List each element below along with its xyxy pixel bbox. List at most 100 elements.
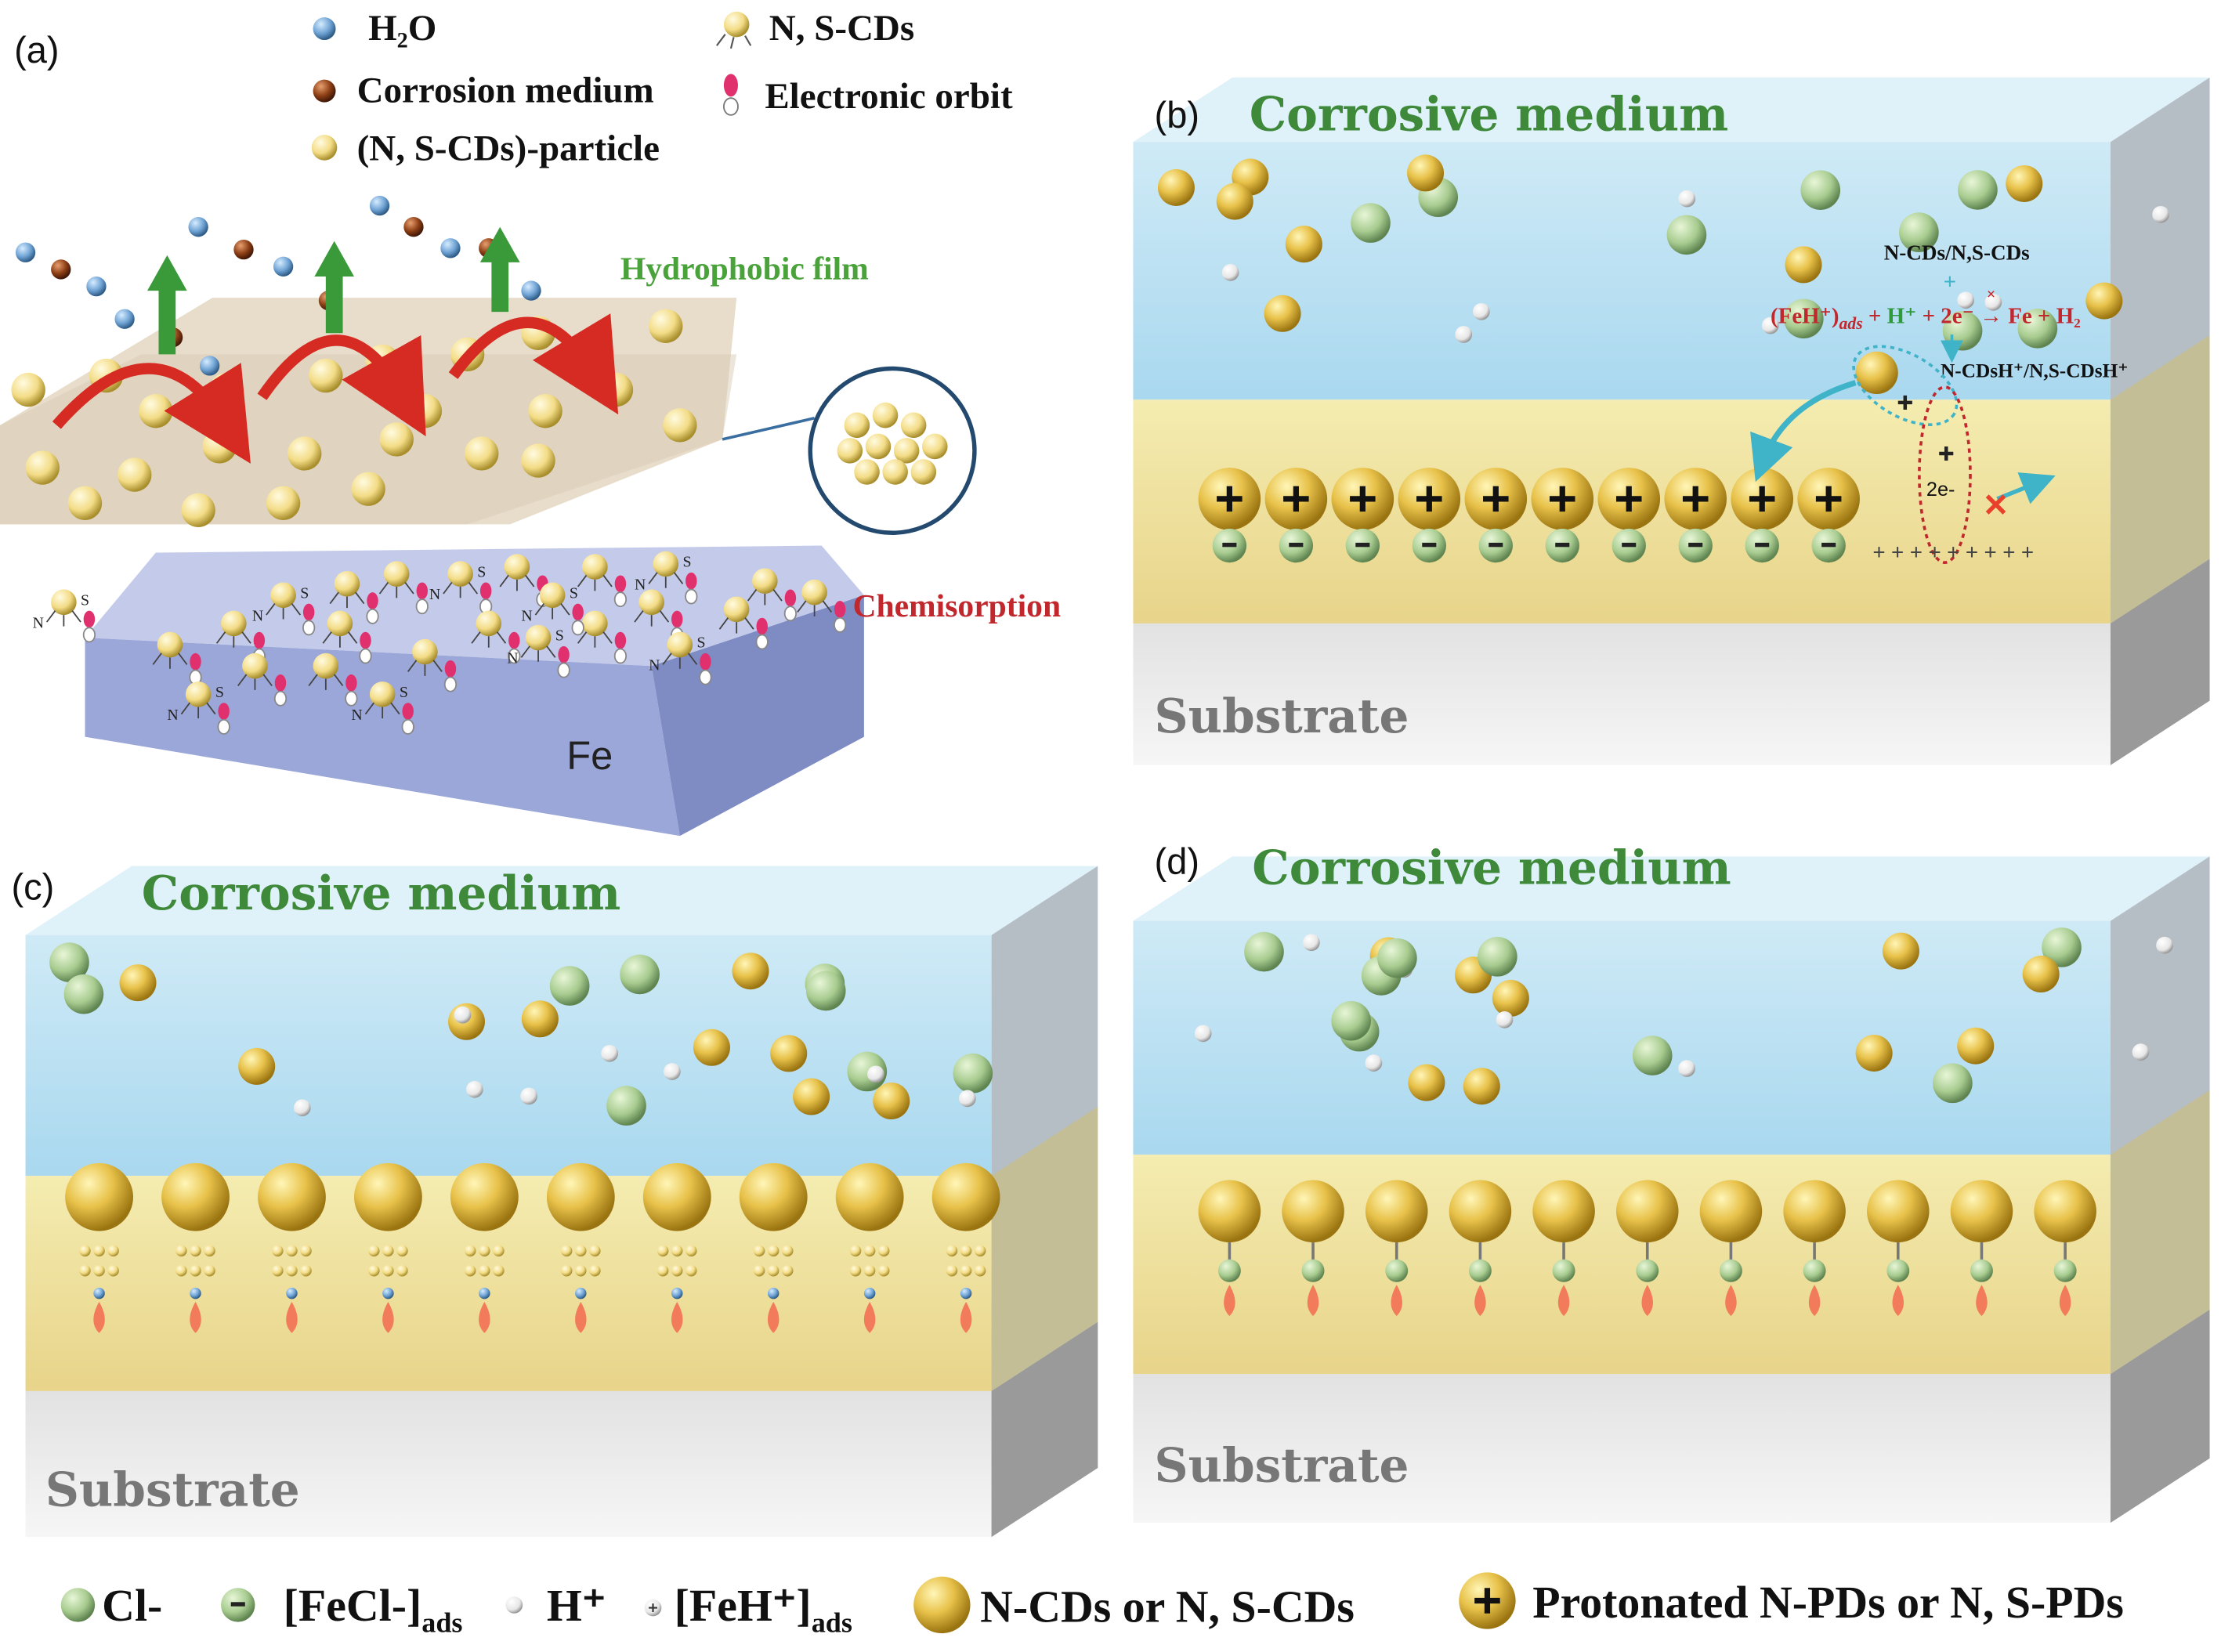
cds-particle	[11, 372, 45, 407]
proton	[664, 1063, 681, 1080]
proton-icon	[505, 1596, 523, 1614]
heteroatom	[863, 1287, 876, 1300]
charge-transfer: 2e- + + + + + + + + +	[1750, 345, 2056, 566]
electronic-orbit	[1307, 1285, 1319, 1317]
adsorbed-cds	[1532, 1180, 1595, 1317]
protonated-cds	[1264, 468, 1328, 530]
svg-text:N: N	[351, 707, 362, 724]
heteroatom	[382, 1287, 394, 1300]
adsorbed-cds	[1615, 1180, 1679, 1317]
proton	[601, 1044, 619, 1062]
chloride-ion	[1783, 298, 1824, 339]
panel-d-label: (d)	[1155, 840, 1199, 882]
repel-arrows	[52, 226, 619, 464]
legend-feh-ads: [FeH⁺]ads	[675, 1580, 852, 1638]
proton	[1761, 316, 1779, 334]
cds-particle	[1882, 932, 1919, 970]
corrosive-medium-region	[25, 934, 992, 1177]
cluster-particle	[922, 433, 948, 460]
cds-particle	[1855, 1034, 1893, 1072]
panel-a-label: (a)	[14, 29, 59, 70]
ns-cd-molecule: NS	[252, 582, 316, 636]
heteroatom	[1636, 1259, 1659, 1282]
svg-text:S: S	[570, 584, 578, 602]
cds-particle	[1532, 1180, 1595, 1243]
heteroatom	[1803, 1259, 1826, 1282]
substrate-region	[1133, 1374, 2111, 1524]
equation: (FeH⁺)ads + H⁺ + 2e⁻ → Fe + H₂	[1771, 304, 2081, 333]
cds-particle	[118, 457, 152, 492]
chloride-ion	[2042, 927, 2082, 967]
ns-cd-molecule: NS	[167, 681, 230, 735]
electronic-orbit	[685, 572, 698, 605]
fe-label: Fe	[566, 733, 613, 778]
chloride-ion	[606, 1086, 646, 1126]
corrosive-medium-region	[1133, 920, 2111, 1155]
cds-particle	[407, 394, 443, 428]
plus-icon	[1939, 446, 1954, 461]
water-molecule	[369, 195, 390, 216]
cds-particle	[521, 1000, 559, 1038]
chloride-ion	[549, 966, 590, 1006]
electronic-orbit	[1224, 1285, 1235, 1317]
cds-particle	[1699, 1180, 1763, 1243]
blocked-mark: ×	[1987, 286, 1995, 303]
adsorbed-cds	[354, 1162, 422, 1333]
adsorbed-cds	[1866, 1180, 1930, 1317]
plus-icon	[1283, 486, 1309, 512]
proton	[2156, 936, 2173, 954]
heteroatom	[960, 1287, 972, 1300]
proton	[1496, 1011, 1514, 1028]
cds-particle	[139, 394, 173, 428]
cds-particle	[1264, 295, 1301, 332]
cds-particle	[1216, 183, 1253, 220]
electronic-orbit	[415, 582, 429, 615]
cds-particle	[649, 309, 683, 343]
electronic-orbit	[302, 603, 316, 636]
svg-text:N: N	[521, 607, 532, 624]
chloride-ion	[1478, 936, 1517, 977]
water-molecule	[440, 238, 461, 258]
electronic-orbit	[479, 1302, 490, 1333]
heteroatom	[1301, 1259, 1325, 1282]
heteroatom	[93, 1287, 105, 1300]
fecl-ads	[1279, 528, 1314, 563]
adsorbed-cds	[546, 1162, 615, 1333]
svg-text:S: S	[81, 591, 89, 609]
ns-cd-molecule	[237, 652, 288, 707]
cds-particle	[2085, 282, 2123, 320]
proton	[1194, 1025, 1212, 1043]
adsorbed-cds	[1449, 1180, 1512, 1317]
cds-particle	[354, 1162, 422, 1231]
bottom-legend: Cl- [FeCl-]ads H⁺ [FeH⁺]ads N-CDs or N, …	[60, 1572, 2124, 1638]
cds-particle	[1615, 1180, 1679, 1243]
chloride-ion	[620, 954, 660, 995]
electronic-orbit	[1557, 1285, 1570, 1317]
proton	[1455, 326, 1473, 343]
electronic-orbit	[401, 703, 414, 735]
adsorbed-cds	[2034, 1180, 2096, 1317]
proton	[1957, 291, 1975, 309]
cds-particle	[181, 493, 215, 528]
cluster-particle	[844, 412, 870, 439]
heteroatom	[286, 1287, 298, 1300]
ns-cd-molecule	[471, 610, 521, 664]
substrate-region	[1133, 623, 2111, 765]
svg-text:S: S	[697, 634, 706, 652]
electronic-orbit	[1976, 1285, 1988, 1317]
adsorbed-cds	[1783, 1180, 1846, 1317]
protonated-cds	[1198, 468, 1261, 530]
cds-particle	[465, 436, 499, 471]
electronic-orbit	[767, 1302, 780, 1333]
electronic-orbit	[613, 631, 628, 664]
cds-particle	[309, 358, 343, 393]
water-molecule	[86, 276, 107, 297]
electronic-orbit	[557, 645, 570, 678]
proton	[1303, 934, 1320, 952]
protonated-cds	[1531, 468, 1594, 530]
plus-icon	[1350, 486, 1376, 512]
cds-particle	[161, 1162, 230, 1231]
legend-water: H₂O	[368, 8, 436, 49]
panel-c: (c) Corrosive medium Substrate	[11, 866, 1098, 1538]
svg-text:N: N	[635, 577, 646, 594]
